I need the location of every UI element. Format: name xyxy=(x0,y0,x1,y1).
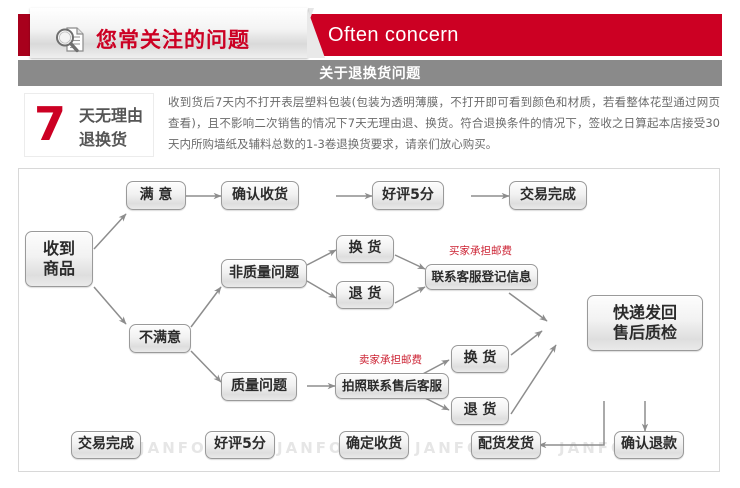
node-confirm-receive[interactable]: 确定收货 xyxy=(339,431,409,459)
section-subtitle-text: 关于退换货问题 xyxy=(319,66,421,82)
node-exchange-top[interactable]: 换 货 xyxy=(336,235,394,263)
node-exchange-bottom[interactable]: 换 货 xyxy=(451,345,509,373)
node-deal-done-top[interactable]: 交易完成 xyxy=(509,181,587,210)
node-inspect-line2: 售后质检 xyxy=(612,323,677,342)
node-deal-done-bottom[interactable]: 交易完成 xyxy=(71,431,141,459)
returns-flowchart-panel: JANFOOO JANFOOO JANFOOO JANFOOO 收到 商品 满 … xyxy=(18,168,720,472)
node-inspect[interactable]: 快递发回 售后质检 xyxy=(587,295,703,351)
node-return-bottom[interactable]: 退 货 xyxy=(451,397,509,425)
node-inspect-line1: 快递发回 xyxy=(612,303,677,322)
badge-line-1: 天无理由 xyxy=(79,106,144,125)
node-refund-confirm[interactable]: 确认退款 xyxy=(614,431,684,459)
label-seller-pays-shipping: 卖家承担邮费 xyxy=(359,354,422,366)
node-photo-contact[interactable]: 拍照联系售后客服 xyxy=(335,373,449,399)
node-non-quality[interactable]: 非质量问题 xyxy=(221,259,307,288)
node-ship-goods[interactable]: 配货发货 xyxy=(471,431,541,459)
node-return-top[interactable]: 退 货 xyxy=(336,281,394,309)
node-start-line2: 商品 xyxy=(42,259,75,278)
node-start[interactable]: 收到 商品 xyxy=(25,231,93,287)
header-title-cn: 您常关注的问题 xyxy=(96,28,250,52)
node-start-line1: 收到 xyxy=(42,239,75,258)
seven-day-badge: 7 天无理由 退换货 xyxy=(24,93,154,157)
node-satisfied[interactable]: 满 意 xyxy=(126,181,186,210)
header-title-en: Often concern xyxy=(328,24,459,46)
header-banner: 您常关注的问题 Often concern xyxy=(18,8,722,58)
node-quality[interactable]: 质量问题 xyxy=(221,372,297,401)
magnifier-document-icon xyxy=(54,25,86,55)
section-subtitle-bar: 关于退换货问题 xyxy=(18,60,722,86)
node-good-rating-top[interactable]: 好评5分 xyxy=(372,181,444,210)
policy-note-text: 收到货后7天内不打开表层塑料包装(包装为透明薄膜，不打开即可看到颜色和材质，若看… xyxy=(168,95,720,151)
node-not-satisfied[interactable]: 不满意 xyxy=(129,324,191,353)
node-confirm-receipt[interactable]: 确认收货 xyxy=(221,181,299,210)
badge-number: 7 xyxy=(34,97,67,151)
badge-line-2: 退换货 xyxy=(79,130,128,149)
policy-note: 7 天无理由 退换货 收到货后7天内不打开表层塑料包装(包装为透明薄膜，不打开即… xyxy=(18,90,722,162)
node-contact-service[interactable]: 联系客服登记信息 xyxy=(425,264,538,290)
label-buyer-pays-shipping: 买家承担邮费 xyxy=(449,245,512,257)
node-good-rating-bottom[interactable]: 好评5分 xyxy=(205,431,275,459)
